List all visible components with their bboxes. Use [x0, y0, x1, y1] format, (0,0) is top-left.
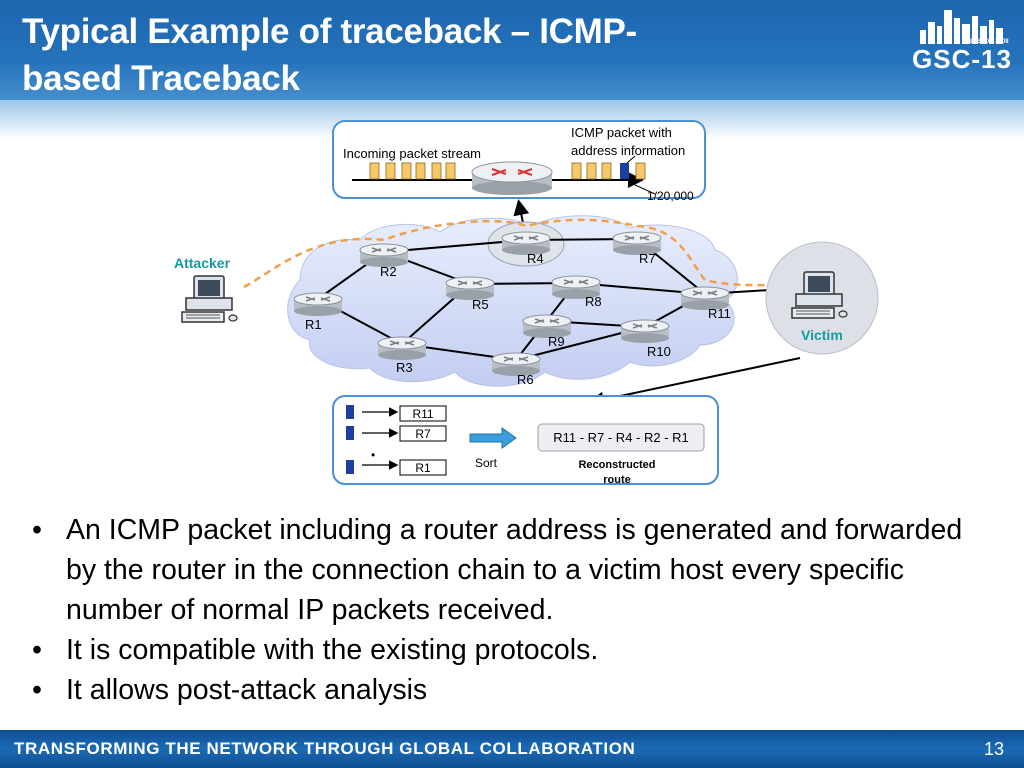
collected-r11: R11: [412, 407, 433, 421]
analysis-arrow: [588, 357, 801, 408]
footer-bar: TRANSFORMING THE NETWORK THROUGH GLOBAL …: [0, 730, 1024, 768]
router-label-r7: R7: [639, 251, 656, 266]
stream-packet: [586, 162, 597, 180]
logo-subtitle: BOSTON 2008: [968, 39, 1009, 45]
stream-packet: [369, 162, 380, 180]
victim-label: Victim: [801, 327, 843, 343]
route-caption-line-2: route: [603, 474, 631, 486]
router-labels: R1 R2 R3 R4 R5 R6 R7 R8 R9 R10 R11: [305, 251, 731, 387]
reconstruction-box: R11 R7 R1 • Sort R11 - R7 - R4 - R2 - R1…: [332, 395, 719, 486]
title-line-2: based Traceback: [22, 59, 300, 98]
router-r10-icon: [620, 319, 670, 343]
router-label-r1: R1: [305, 317, 322, 332]
gsc-logo: BOSTON 2008 GSC-13: [912, 6, 1012, 76]
ratio-label: 1/20,000: [647, 189, 694, 203]
router-label-r5: R5: [472, 297, 489, 312]
attacker-label: Attacker: [174, 255, 231, 271]
icmp-packet-2: [346, 426, 354, 440]
title-line-1: Typical Example of traceback – ICMP-: [22, 12, 637, 51]
bullet-list: •An ICMP packet including a router addre…: [28, 510, 998, 710]
router-r3-icon: [377, 336, 427, 360]
header-banner: [0, 0, 1024, 112]
icmp-packet-3: [346, 460, 354, 474]
icmp-packet: [620, 163, 629, 179]
icmp-label-line-1: ICMP packet with: [571, 125, 672, 140]
route-caption-line-1: Reconstructed: [578, 459, 655, 471]
bullet-item: •It allows post-attack analysis: [32, 674, 428, 706]
bullet-item: •It is compatible with the existing prot…: [32, 634, 599, 666]
stream-packet: [431, 162, 442, 180]
stream-packet: [401, 162, 412, 180]
router-label-r4: R4: [527, 251, 544, 266]
sort-label: Sort: [475, 456, 498, 470]
icmp-label-line-2: address information: [571, 143, 685, 158]
highlighted-router-icon: [470, 160, 554, 196]
sort-arrow-icon: [469, 427, 517, 449]
attacker-computer-icon: [181, 275, 238, 323]
stream-packet: [415, 162, 426, 180]
collected-r1: R1: [415, 461, 431, 475]
router-label-r3: R3: [396, 360, 413, 375]
router-label-r10: R10: [647, 344, 671, 359]
collected-r7: R7: [415, 427, 431, 441]
logo-text: GSC-13: [912, 44, 1012, 74]
stream-packet: [571, 162, 582, 180]
slide-title: Typical Example of traceback – ICMP-base…: [22, 8, 802, 102]
icmp-pointer: [626, 155, 636, 164]
router-label-r11: R11: [708, 306, 731, 321]
stream-packet: [635, 162, 646, 180]
footer-slogan: TRANSFORMING THE NETWORK THROUGH GLOBAL …: [14, 739, 636, 758]
router-label-r8: R8: [585, 294, 602, 309]
bullet-text-1: An ICMP packet including a router addres…: [66, 514, 963, 626]
stream-packet: [445, 162, 456, 180]
reconstructed-route: R11 - R7 - R4 - R2 - R1: [553, 430, 689, 445]
router-r1-icon: [293, 292, 343, 316]
icmp-packet-1: [346, 405, 354, 419]
stream-label: Incoming packet stream: [343, 146, 481, 161]
route-result-box: [537, 423, 705, 452]
bullet-text-3: It allows post-attack analysis: [66, 674, 428, 706]
ratio-pointer: [632, 183, 656, 195]
router-label-r2: R2: [380, 264, 397, 279]
bullet-item: •An ICMP packet including a router addre…: [32, 514, 963, 626]
attack-path: [243, 218, 795, 296]
bullet-text-2: It is compatible with the existing proto…: [66, 634, 599, 666]
stream-packet: [601, 162, 612, 180]
packet-stream-box: Incoming packet stream ICMP packet with …: [332, 120, 706, 203]
ellipsis-dot: •: [371, 448, 375, 462]
stream-packet: [385, 162, 396, 180]
skyline-icon: [920, 10, 1003, 44]
router-label-r6: R6: [517, 372, 534, 387]
traceback-diagram: Incoming packet stream ICMP packet with …: [174, 120, 879, 486]
router-label-r9: R9: [548, 334, 565, 349]
packet-stream: [369, 162, 646, 180]
page-number: 13: [983, 739, 1004, 759]
